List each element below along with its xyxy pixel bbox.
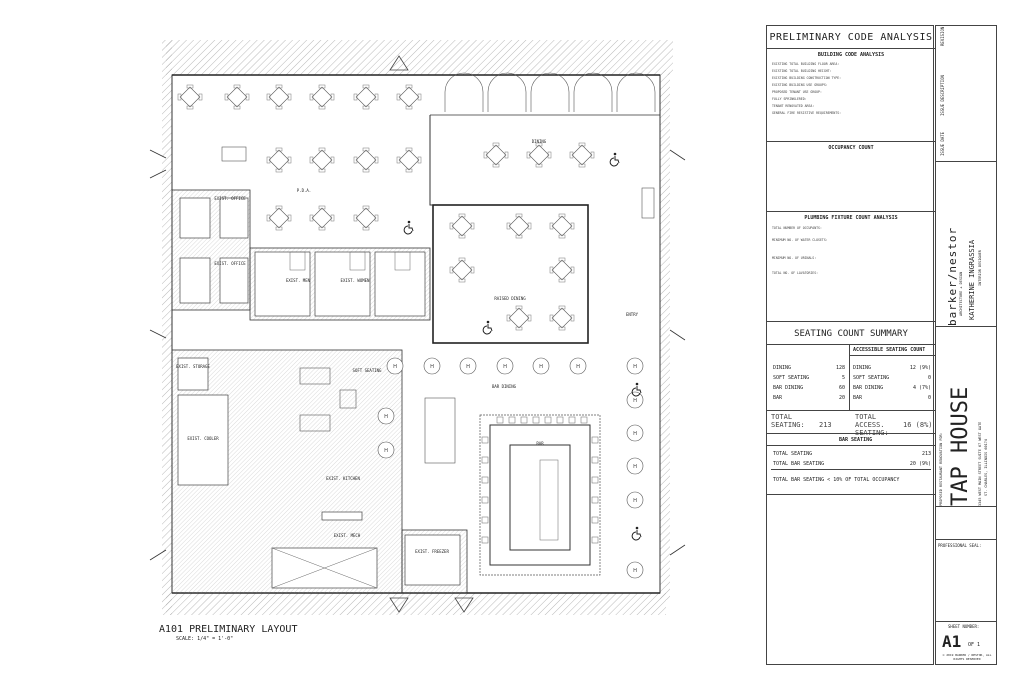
room-label-pda: P.D.A. (297, 188, 311, 193)
total-seating-label: TOTAL SEATING: (771, 413, 805, 429)
room-label-mech: EXIST. MECH (334, 533, 361, 538)
bar-seating-header: BAR SEATING (839, 437, 873, 443)
sheet-number: A1 (942, 632, 962, 651)
room-label-cooler: EXIST. COOLER (187, 436, 219, 441)
title-block: REVISION ISSUE DESCRIPTION ISSUE DATE ba… (935, 25, 997, 665)
svg-text:H: H (539, 364, 543, 370)
room-label-bar-dining: BAR DINING (492, 384, 517, 389)
accessible-seating-header: ACCESSIBLE SEATING COUNT (853, 347, 926, 353)
room-label-dining: DINING (532, 139, 547, 144)
occupancy-header: OCCUPANCY COUNT (828, 145, 874, 151)
project-name: TAP HOUSE (948, 386, 973, 506)
plumbing-header: PLUMBING FIXTURE COUNT ANALYSIS (804, 215, 898, 221)
bar-seating-note: TOTAL BAR SEATING < 10% OF TOTAL OCCUPAN… (773, 477, 900, 483)
room-label-raised-dining: RAISED DINING (494, 296, 526, 301)
svg-text:H: H (633, 568, 637, 574)
svg-text:H: H (633, 364, 637, 370)
seating-summary-title: SEATING COUNT SUMMARY (794, 329, 908, 339)
wall-south (166, 593, 666, 615)
svg-text:H: H (633, 498, 637, 504)
svg-text:H: H (430, 364, 434, 370)
room-label-office-2: EXIST. OFFICE (214, 261, 246, 266)
svg-text:H: H (503, 364, 507, 370)
drawing-caption: A101 PRELIMINARY LAYOUT (159, 624, 298, 635)
total-access-value: 16 (8%) (903, 421, 933, 429)
room-label-womens: EXIST. WOMEN (341, 278, 370, 283)
room-label-soft-seating: SOFT SEATING (353, 368, 382, 373)
wall-west (162, 40, 172, 615)
copyright: © 2019 BARKER / NESTOR, ALL RIGHTS RESER… (942, 653, 992, 661)
svg-text:H: H (576, 364, 580, 370)
svg-text:H: H (633, 464, 637, 470)
room-label-storage: EXIST. STORAGE (176, 364, 210, 369)
wall-north (166, 40, 673, 75)
sheet-number-label: SHEET NUMBER: (948, 624, 980, 629)
drawing-scale: SCALE: 1/4" = 1'-0" (176, 636, 234, 642)
designer-name: KATHERINE INGRASSIA (968, 239, 976, 320)
firm-name: barker/nestor (946, 226, 959, 326)
professional-seal-label: PROFESSIONAL SEAL: (938, 543, 982, 548)
total-seating-value: 213 (819, 421, 832, 429)
room-label-freezer: EXIST. FREEZER (415, 549, 449, 554)
high-table-marker: H (393, 364, 397, 370)
wall-east (660, 70, 670, 600)
svg-text:H: H (384, 414, 388, 420)
room-label-office-1: EXIST. OFFICE (214, 196, 246, 201)
room-label-bar: BAR (536, 441, 544, 446)
svg-text:H: H (384, 448, 388, 454)
svg-text:H: H (633, 431, 637, 437)
building-code-header: BUILDING CODE ANALYSIS (817, 52, 885, 58)
floor-plan: H H H H H H H H H H H H H H (149, 40, 686, 615)
room-label-entry: ENTRY (626, 312, 639, 317)
code-analysis-panel: PRELIMINARY CODE ANALYSIS BUILDING CODE … (766, 25, 935, 665)
code-analysis-title: PRELIMINARY CODE ANALYSIS (769, 32, 933, 43)
room-label-kitchen: EXIST. KITCHEN (326, 476, 360, 481)
svg-text:H: H (633, 398, 637, 404)
svg-text:H: H (466, 364, 470, 370)
room-label-mens: EXIST. MEN (286, 278, 311, 283)
